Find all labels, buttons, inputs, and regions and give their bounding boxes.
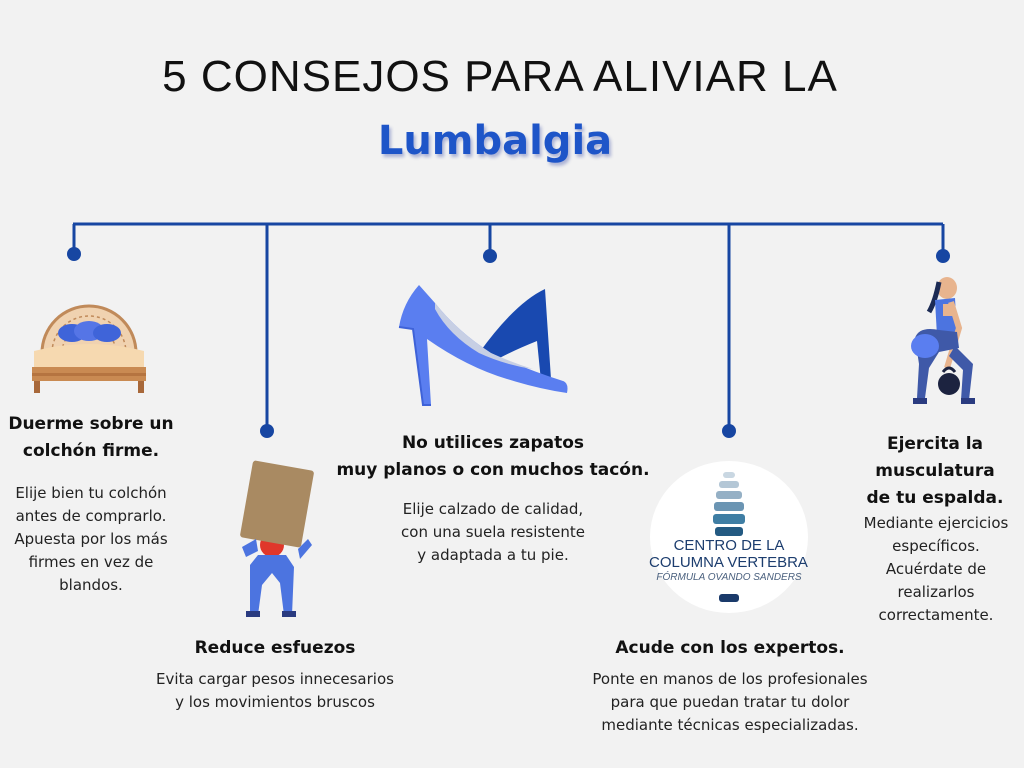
tip-description: Evita cargar pesos innecesarios y los mo… <box>156 670 394 711</box>
page-title: 5 CONSEJOS PARA ALIVIAR LA <box>162 52 838 101</box>
tip-description: Ponte en manos de los profesionales para… <box>592 670 868 734</box>
high-heel-icon <box>398 285 568 406</box>
tip-title: Reduce esfuezos <box>194 638 356 658</box>
timeline-dot <box>260 424 274 438</box>
tip-title: Acude con los expertos. <box>615 638 845 658</box>
spine-logo-icon <box>650 461 808 613</box>
logo-line-3: FÓRMULA OVANDO SANDERS <box>656 572 802 583</box>
tip-description: Elije calzado de calidad, con una suela … <box>401 500 585 564</box>
tip-title: Ejercita la musculatura de tu espalda. <box>866 434 1004 508</box>
logo-line-1: CENTRO DE LA <box>673 537 785 554</box>
tip-title: Duerme sobre un colchón firme. <box>8 414 174 461</box>
timeline-dot <box>936 249 950 263</box>
timeline-dot <box>67 247 81 261</box>
bed-icon <box>32 304 146 393</box>
logo-line-2: COLUMNA VERTEBRAL <box>649 554 809 571</box>
tip-card-1: Duerme sobre un colchón firme. <box>0 411 182 465</box>
timeline-dot <box>722 424 736 438</box>
tip-description: Mediante ejercicios específicos. Acuérda… <box>863 514 1009 624</box>
page-subtitle: Lumbalgia <box>377 118 613 164</box>
timeline-dot <box>483 249 497 263</box>
logo-text: CENTRO DE LA COLUMNA VERTEBRAL FÓRMULA O… <box>649 537 809 585</box>
kettlebell-exercise-icon <box>911 277 975 404</box>
tip-title: No utilices zapatos muy planos o con muc… <box>336 433 650 480</box>
tip-description: Elije bien tu colchón antes de comprarlo… <box>14 484 168 594</box>
carrying-box-icon <box>240 460 314 617</box>
